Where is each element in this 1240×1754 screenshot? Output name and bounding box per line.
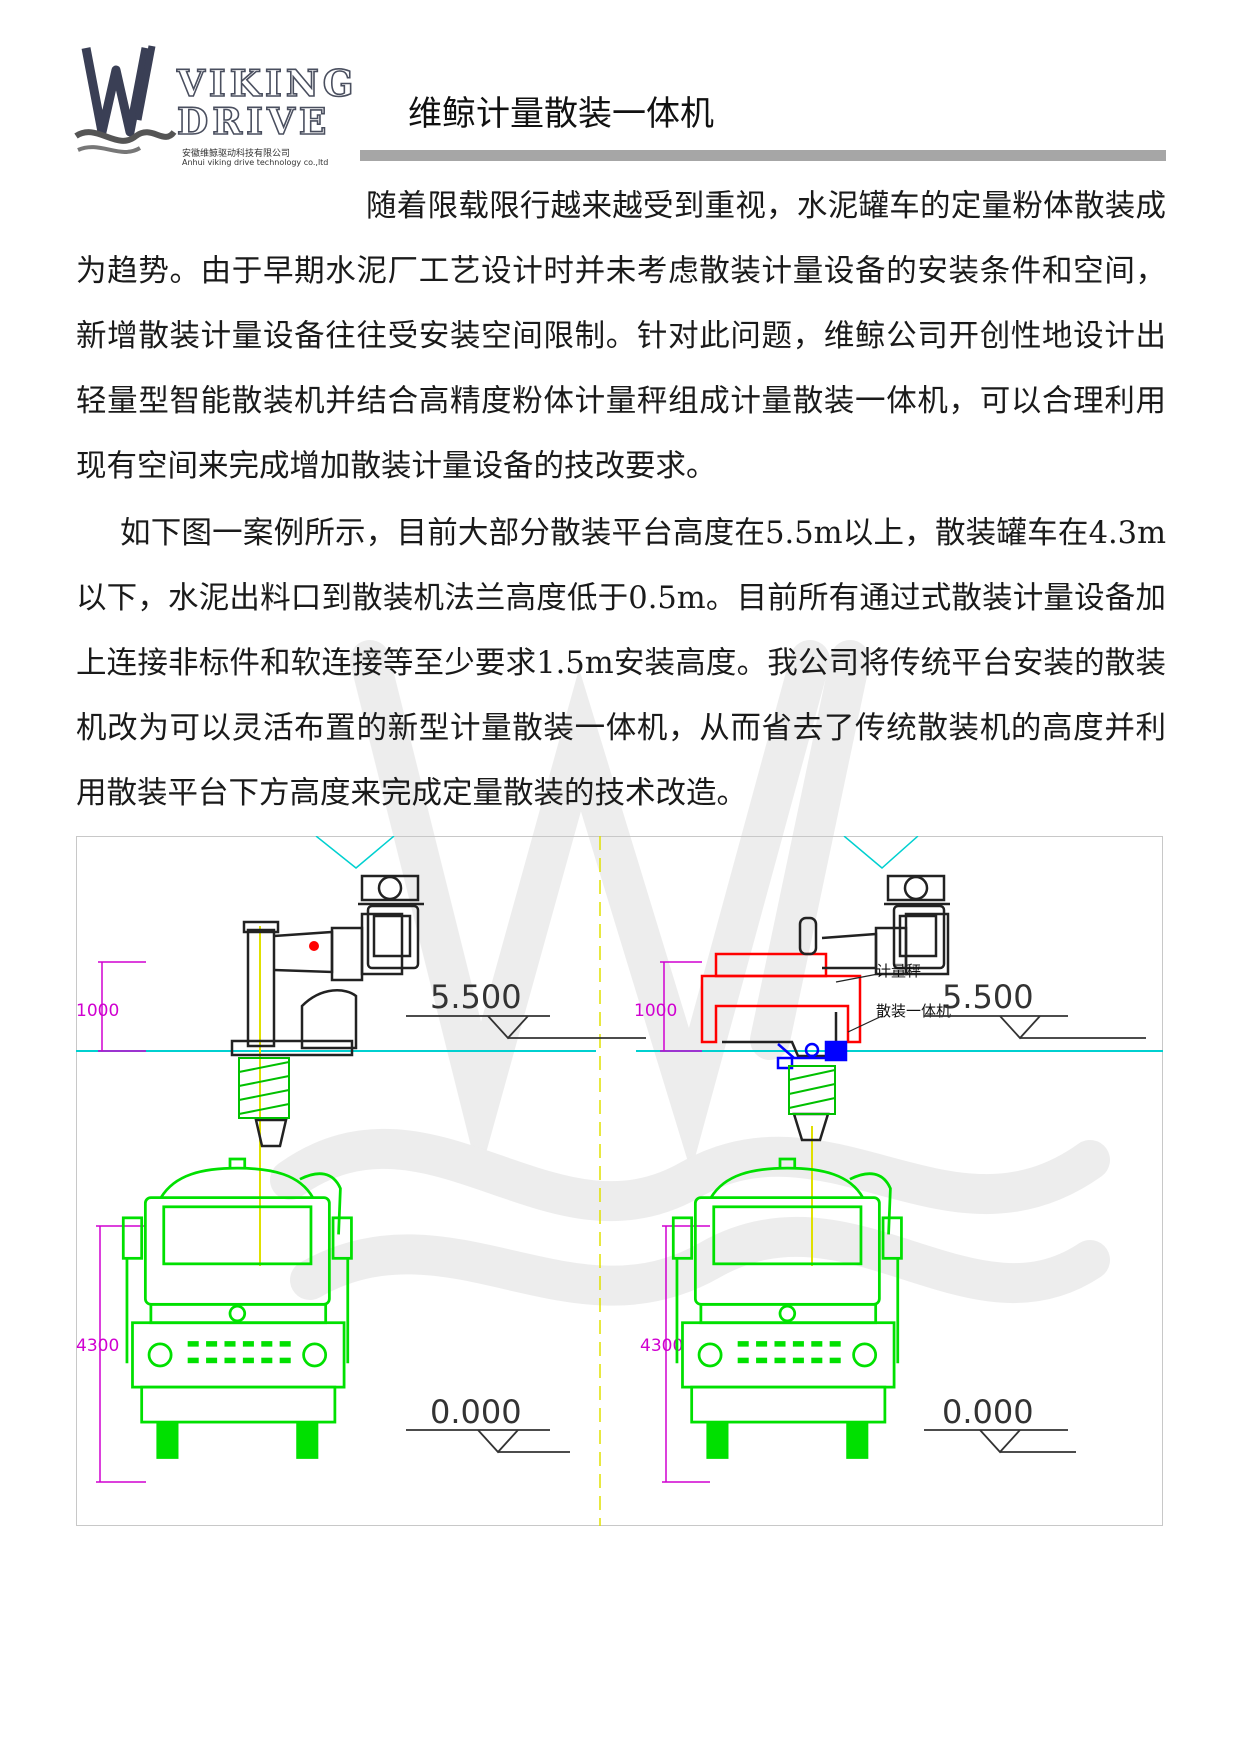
paragraph-case: 如下图一案例所示，目前大部分散装平台高度在5.5m以上，散装罐车在4.3m以下，… <box>76 516 1166 811</box>
label-weigher: 计量秤 <box>876 962 921 980</box>
document-title: 维鲸计量散装一体机 <box>408 94 714 134</box>
right-dim-1000: 1000 <box>634 1001 677 1021</box>
company-logo: VIKING DRIVE 安徽维鲸驱动科技有限公司 Anhui viking d… <box>72 40 372 170</box>
logo-company-en: Anhui viking drive technology co.,ltd <box>182 158 329 167</box>
label-loader: 散装一体机 <box>876 1002 951 1020</box>
logo-company-cn: 安徽维鲸驱动科技有限公司 <box>182 149 291 159</box>
left-elev-ground: 0.000 <box>430 1393 522 1431</box>
logo-text-drive: DRIVE <box>176 101 331 143</box>
right-drawing: 计量秤 散装一体机 1000 4300 5.500 0.000 <box>634 836 1163 1483</box>
right-dim-4300: 4300 <box>640 1336 683 1356</box>
installation-drawing: 1000 4300 5.500 0.000 <box>76 836 1163 1526</box>
viking-ship-icon <box>74 45 177 154</box>
right-elev-platform: 5.500 <box>942 978 1034 1016</box>
left-dim-4300: 4300 <box>76 1336 119 1356</box>
header-divider <box>360 150 1166 161</box>
logo-text-viking: VIKING <box>176 63 358 105</box>
right-elev-ground: 0.000 <box>942 1393 1034 1431</box>
left-elev-platform: 5.500 <box>430 978 522 1016</box>
left-drawing: 1000 4300 5.500 0.000 <box>76 836 646 1526</box>
left-dim-1000: 1000 <box>76 1001 119 1021</box>
paragraph-intro: 随着限载限行越来越受到重视，水泥罐车的定量粉体散装成为趋势。由于早期水泥厂工艺设… <box>76 189 1166 484</box>
